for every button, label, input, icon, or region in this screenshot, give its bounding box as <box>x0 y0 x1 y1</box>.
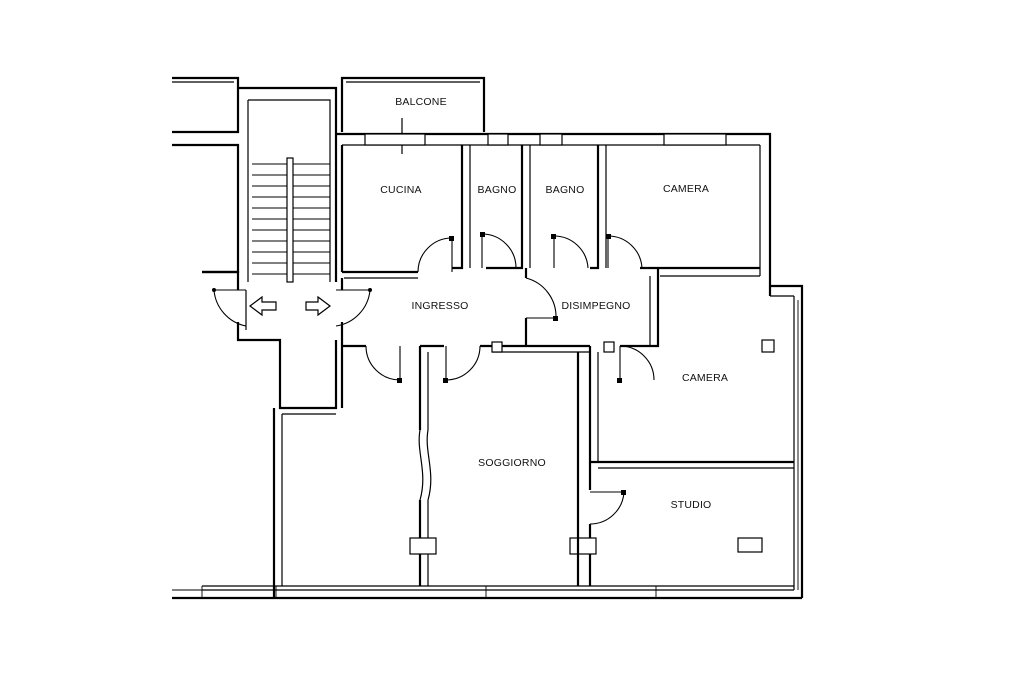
room-label-camera-2: CAMERA <box>682 372 728 384</box>
top-row-doors <box>417 232 643 273</box>
room-label-bagno-1: BAGNO <box>478 184 517 196</box>
room-label-soggiorno: SOGGIORNO <box>478 457 546 469</box>
room-label-bagno-2: BAGNO <box>546 184 585 196</box>
hall-doors <box>365 345 655 383</box>
right-walls <box>588 284 804 598</box>
stair-treads <box>252 157 330 283</box>
lower-walls <box>272 346 597 598</box>
room-label-disimpegno: DISIMPEGNO <box>561 300 630 312</box>
arrow-right-icon <box>305 295 331 317</box>
stairwell <box>172 76 372 410</box>
top-walls <box>336 132 772 296</box>
room-label-ingresso: INGRESSO <box>411 300 468 312</box>
room-label-camera-1: CAMERA <box>663 183 709 195</box>
room-label-balcone: BALCONE <box>395 96 447 108</box>
room-label-cucina: CUCINA <box>380 184 421 196</box>
bottom-wall <box>172 585 802 600</box>
studio-door <box>589 490 626 525</box>
hall-walls <box>340 268 660 353</box>
room-label-studio: STUDIO <box>671 499 712 511</box>
arrow-left-icon <box>249 295 277 317</box>
